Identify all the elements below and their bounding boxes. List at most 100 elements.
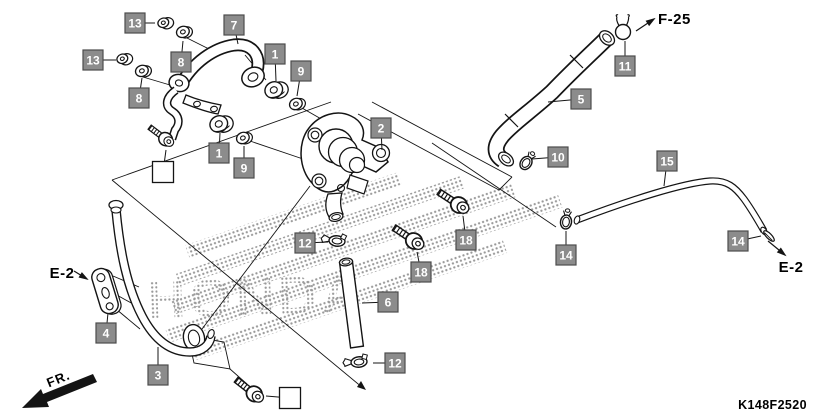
callout-5[interactable]: 5	[547, 88, 592, 110]
callout-number: 6	[385, 295, 392, 309]
fr-direction-indicator: FR.	[22, 367, 97, 408]
callout-box	[290, 60, 312, 82]
callout-8[interactable]: 8	[170, 40, 192, 73]
callout-box	[555, 244, 577, 266]
washer-8-art	[174, 22, 195, 42]
cross-ref-e-2[interactable]: E-2	[767, 240, 804, 276]
panel-arrowhead	[357, 381, 366, 390]
callout-box	[147, 364, 169, 386]
callout-number: 8	[178, 55, 185, 69]
callout-14[interactable]: 14	[555, 231, 577, 266]
hose-clip-14-art	[558, 207, 575, 231]
callout-4[interactable]: 4	[95, 312, 117, 344]
callout-number: 7	[231, 18, 238, 32]
callout-box	[264, 43, 286, 65]
callout-14[interactable]: 14	[727, 230, 762, 252]
callout-box	[370, 117, 392, 139]
callout-number: 1	[272, 47, 279, 61]
callout-1[interactable]: 1	[208, 132, 230, 164]
collar-9-art	[233, 128, 256, 148]
diagram-code: K148F2520	[738, 398, 807, 412]
callout-box	[377, 291, 399, 313]
callout-box	[294, 232, 316, 254]
rubber-mount-1-art	[261, 76, 292, 105]
callout-12[interactable]: 12	[373, 352, 406, 374]
callout-box	[223, 14, 245, 36]
callout-box	[455, 229, 477, 251]
vacuum-hose-15-art	[573, 177, 768, 236]
callout-number: 13	[128, 16, 142, 30]
cross-ref-f-25[interactable]: F-25	[635, 11, 691, 32]
callout-13[interactable]: 13	[124, 12, 155, 34]
callout-18[interactable]: 18	[410, 251, 432, 283]
cap-nut-13-art	[114, 50, 135, 69]
callout-blank[interactable]	[265, 386, 302, 410]
callout-number: 9	[241, 161, 248, 175]
callout-box	[233, 157, 255, 179]
callout-box	[208, 142, 230, 164]
collar-9-art	[286, 94, 309, 114]
callout-15[interactable]: 15	[656, 150, 678, 187]
bolt-unlabeled-art	[144, 121, 178, 151]
callout-3[interactable]: 3	[147, 347, 169, 386]
callout-box	[124, 12, 146, 34]
callout-number: 18	[459, 233, 473, 247]
callout-13[interactable]: 13	[82, 49, 116, 71]
callout-box	[170, 51, 192, 73]
hose-clamp-10-art	[516, 148, 539, 173]
callout-number: 4	[103, 326, 110, 340]
callout-number: 11	[619, 59, 632, 73]
callout-1[interactable]: 1	[264, 43, 286, 82]
air-hose-5-art	[487, 30, 616, 168]
callout-box	[656, 150, 678, 172]
cross-ref-arrowhead	[78, 272, 89, 281]
callout-2[interactable]: 2	[370, 117, 392, 151]
callout-number: 1	[216, 146, 223, 160]
callout-box	[570, 88, 592, 110]
callout-number: 8	[136, 91, 143, 105]
cross-ref-label: F-25	[658, 11, 691, 28]
cross-ref-arrowhead	[776, 247, 787, 257]
cross-ref-layer: F-25E-2 E-2	[50, 11, 804, 282]
stay-bracket-7-art	[162, 38, 265, 141]
reference-lines	[111, 37, 557, 390]
callout-number: 18	[414, 265, 428, 279]
callout-8[interactable]: 8	[128, 77, 150, 109]
callout-box	[614, 55, 636, 77]
callout-number: 9	[298, 64, 305, 78]
callout-18[interactable]: 18	[455, 215, 477, 251]
callout-number: 3	[155, 368, 162, 382]
callout-number: 15	[660, 154, 674, 168]
cross-ref-arrowhead	[645, 17, 656, 27]
callout-7[interactable]: 7	[223, 14, 245, 45]
honda-watermark: HONDA	[145, 263, 365, 331]
tube-clip-11-art	[614, 14, 632, 41]
washer-8-art	[133, 61, 154, 81]
callout-box-empty	[278, 386, 302, 410]
callout-box	[547, 146, 569, 168]
callout-number: 5	[578, 92, 585, 106]
callout-number: 2	[378, 121, 385, 135]
callout-10[interactable]: 10	[531, 146, 569, 168]
callout-box	[128, 87, 150, 109]
callout-9[interactable]: 9	[290, 60, 312, 97]
callout-number: 13	[86, 53, 100, 67]
callout-6[interactable]: 6	[361, 291, 399, 313]
air-tube-6-art	[338, 257, 365, 349]
callout-box	[95, 322, 117, 344]
callout-number: 12	[298, 236, 312, 250]
tube-clamp-12-art	[341, 352, 370, 370]
breather-pipe-3-art	[108, 199, 216, 357]
callout-11[interactable]: 11	[614, 41, 636, 77]
cross-ref-label: E-2	[50, 265, 75, 282]
callout-number: 14	[559, 248, 573, 262]
callout-blank[interactable]	[151, 149, 175, 184]
callout-number: 12	[388, 356, 402, 370]
cross-ref-e-2[interactable]: E-2	[50, 265, 89, 282]
cross-ref-label: E-2	[779, 259, 804, 276]
callout-9[interactable]: 9	[233, 146, 255, 179]
callout-box	[82, 49, 104, 71]
callout-12[interactable]: 12	[294, 232, 329, 254]
callout-number: 10	[551, 150, 565, 164]
